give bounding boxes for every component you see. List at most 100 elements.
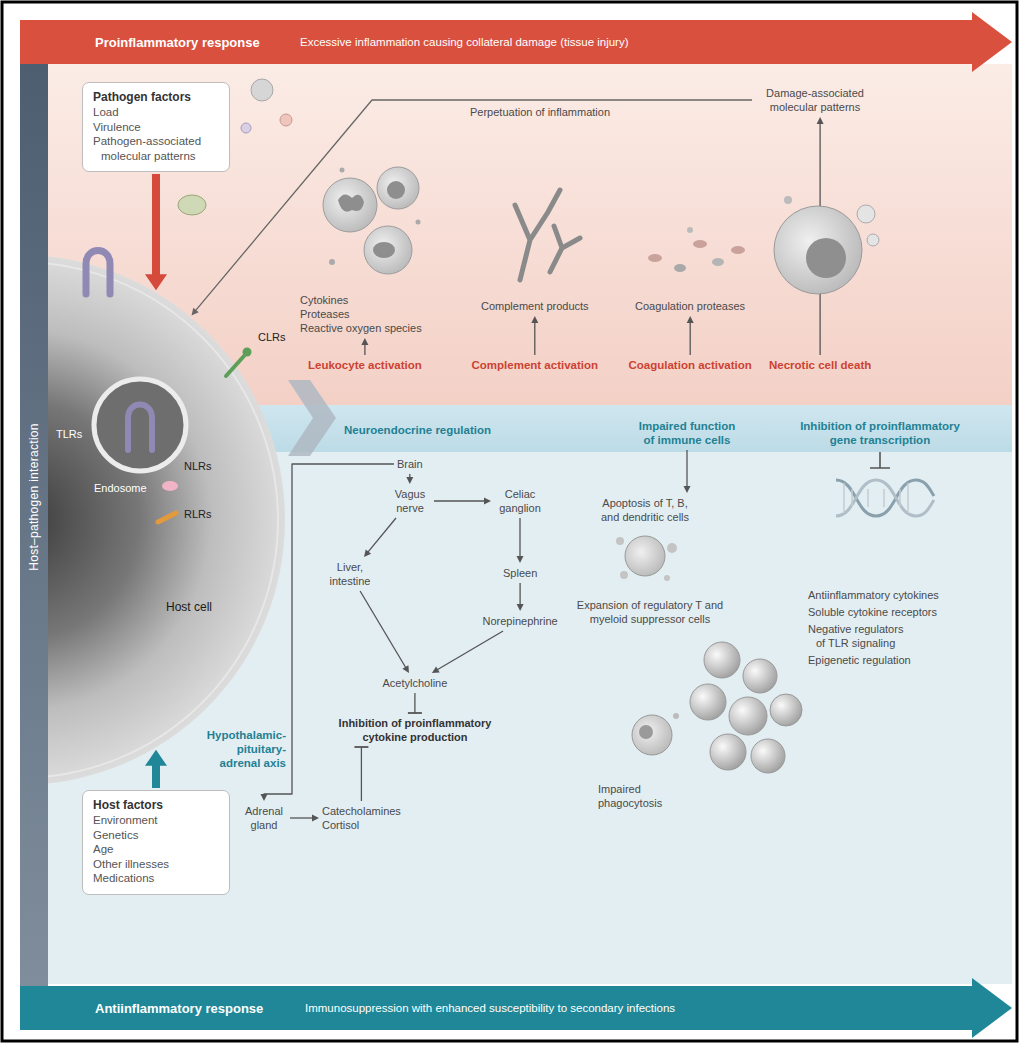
- arrowhead: [687, 316, 694, 323]
- label-box: CLRs: [258, 331, 286, 343]
- connector-line: [690, 321, 691, 355]
- leukocyte-figure: [373, 242, 395, 258]
- dna-figure: [836, 480, 934, 516]
- effect-label: Impaired phagocytosis: [598, 782, 672, 810]
- connector-line: [686, 450, 687, 488]
- leukocyte-figure: [364, 226, 412, 274]
- mediator-list: CytokinesProteasesReactive oxygen specie…: [300, 293, 422, 335]
- node-text: Liver, intestine: [322, 560, 378, 588]
- label-box: RLRs: [184, 508, 212, 520]
- inhibition-bar: [354, 746, 368, 748]
- regulatory-cells-figure: [770, 694, 802, 726]
- regulatory-cells-figure: [751, 739, 785, 773]
- regulatory-cells-figure: [690, 642, 802, 773]
- response-band: Proinflammatory responseExcessive inflam…: [20, 12, 1012, 72]
- arrowhead: [517, 556, 524, 563]
- node-text: Other illnesses: [93, 857, 221, 872]
- signal-chevron: [288, 380, 336, 456]
- leukocyte-figure: [340, 168, 345, 173]
- phagocyte-figure: [639, 725, 653, 739]
- clr-figure: [243, 348, 252, 357]
- coagulation-figure: [648, 227, 745, 272]
- node-text: Spleen: [503, 566, 537, 580]
- apoptotic-cell-figure: [667, 543, 677, 553]
- node-text: Coagulation proteases: [635, 299, 745, 313]
- complement-figure: [515, 190, 580, 280]
- node-text: Soluble cytokine receptors: [808, 605, 998, 619]
- coagulation-figure: [731, 246, 745, 254]
- phagocyte-figure: [673, 713, 679, 719]
- arrowhead: [192, 308, 199, 316]
- phagocyte-figure: [632, 713, 679, 755]
- coagulation-figure: [648, 254, 662, 262]
- regulatory-cells-figure: [743, 659, 777, 693]
- receptor-label: CLRs: [258, 331, 286, 343]
- receptor-label: NLRs: [184, 460, 212, 472]
- pathogen-figure: [251, 79, 273, 101]
- connector: [192, 100, 753, 315]
- mediator-label: Coagulation proteases: [635, 299, 745, 313]
- connector: [517, 583, 524, 611]
- receptor-label: RLRs: [184, 508, 212, 520]
- edge-label-box: Perpetuation of inflammation: [470, 105, 610, 119]
- complement-figure: [550, 226, 580, 272]
- necrotic-cell-figure: [784, 196, 792, 204]
- endosome-figure: [94, 379, 186, 471]
- phagocyte-figure: [632, 715, 672, 755]
- arrowhead: [432, 666, 440, 673]
- edge-label: Hypothalamic-pituitary-adrenal axis: [200, 728, 286, 770]
- node-text: Cortisol: [322, 818, 401, 832]
- connector: [290, 815, 319, 822]
- connector-line: [152, 174, 160, 278]
- node-text: Leukocyte activation: [308, 358, 422, 372]
- apoptotic-cell-figure: [625, 536, 665, 576]
- necrotic-cell-figure: [774, 196, 879, 294]
- node-text: Epigenetic regulation: [808, 653, 998, 667]
- effect-label: Inhibition of proinflammatory cytokine p…: [326, 716, 504, 744]
- connector: [687, 316, 694, 355]
- node-text: Apoptosis of T, B, and dendritic cells: [595, 496, 695, 524]
- node-text: Proinflammatory response: [95, 35, 300, 50]
- connector-line: [195, 100, 752, 311]
- label-box: NLRs: [184, 460, 212, 472]
- dna-figure: [836, 480, 934, 516]
- arrowhead: [817, 117, 824, 124]
- connector-line: [360, 591, 406, 669]
- text-holder: Host–pathogen interaction: [27, 424, 41, 572]
- tlr-figure: [128, 405, 152, 451]
- apoptotic-cell-figure: [616, 536, 677, 581]
- organ-label: Celiac ganglion: [494, 487, 546, 515]
- connector-line: [364, 343, 365, 355]
- organ-label: Adrenal gland: [241, 804, 287, 832]
- node-text: Catecholamines: [322, 804, 401, 818]
- inhibition-bar: [870, 452, 890, 468]
- connector: [406, 474, 413, 484]
- node-text: Complement products: [481, 299, 589, 313]
- pathogen-figure: [241, 123, 251, 133]
- label-box: Endosome: [94, 482, 147, 494]
- coagulation-figure: [687, 227, 693, 233]
- arrowhead: [484, 498, 491, 505]
- pathogen-figure: [280, 114, 292, 126]
- mechanism-list: Antiinflammatory cytokinesSoluble cytoki…: [808, 588, 998, 670]
- nlr-figure: [162, 481, 178, 491]
- mediator-label: Complement products: [481, 299, 589, 313]
- node-text: Adrenal gland: [241, 804, 287, 832]
- arrowhead: [145, 750, 167, 766]
- coagulation-figure: [693, 240, 707, 248]
- side-band: Host–pathogen interaction: [20, 64, 48, 986]
- connector: [408, 693, 422, 713]
- section-heading: Neuroendocrine regulation: [344, 423, 491, 437]
- connector: [361, 338, 368, 355]
- connector: [531, 316, 538, 355]
- node-text: Inhibition of proinflammatory gene trans…: [791, 419, 969, 447]
- node-text: Host–pathogen interaction: [27, 424, 41, 572]
- response-band: Antiinflammatory responseImmunosuppressi…: [20, 978, 1012, 1038]
- connector: [354, 747, 368, 801]
- apoptotic-cell-figure: [616, 537, 624, 545]
- necrotic-cell-figure: [806, 238, 846, 278]
- node-text: Acetylcholine: [383, 676, 448, 690]
- band-arrow-body: [20, 978, 1012, 1038]
- effect-label: Expansion of regulatory T and myeloid su…: [570, 598, 730, 626]
- node-text: Expansion of regulatory T and myeloid su…: [570, 598, 730, 626]
